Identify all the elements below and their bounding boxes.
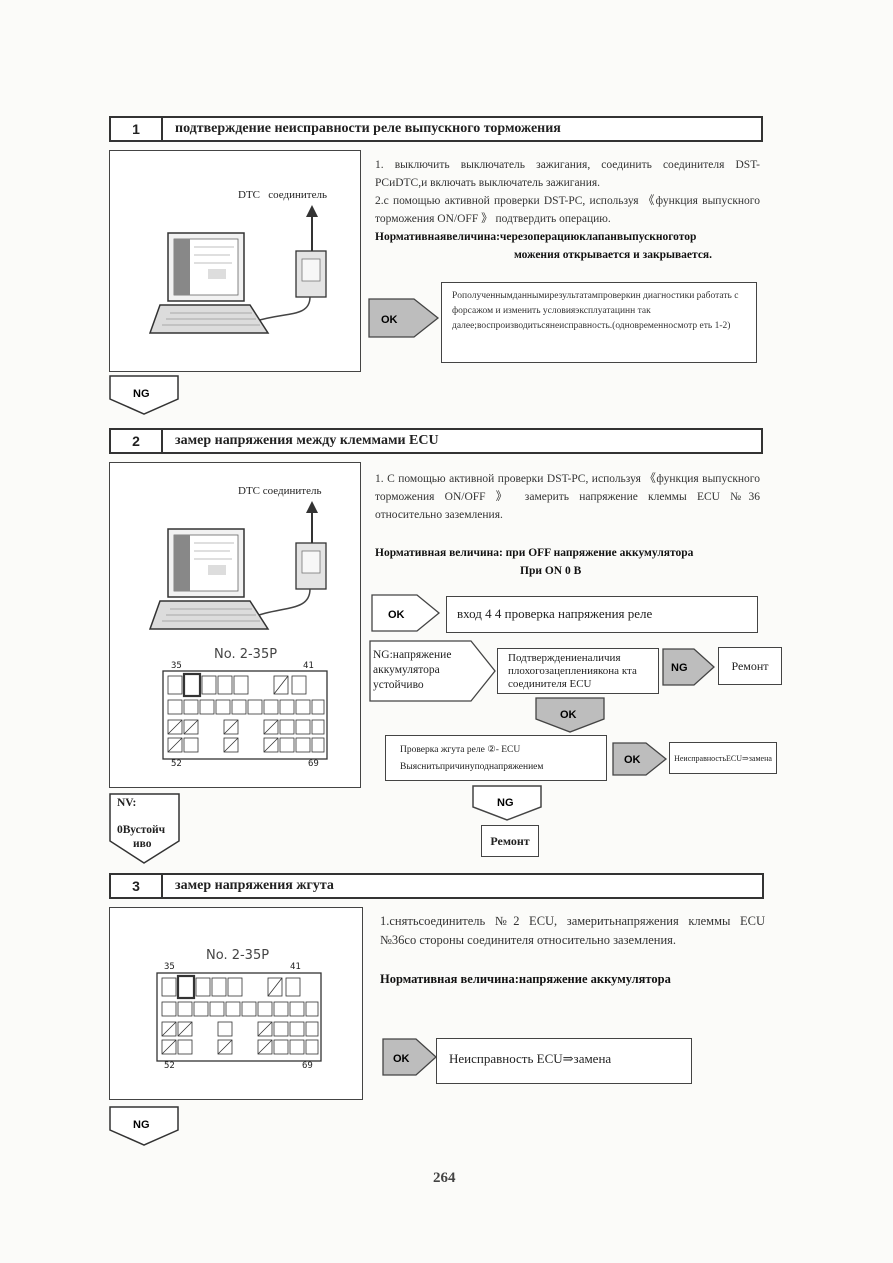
section-1-number: 1 [111,118,163,140]
harness-ok-arrow: OK [612,742,668,776]
section-1-ng-arrow: NG [109,375,179,415]
ok-badge-label: OK [560,709,577,721]
ng-voltage-text: NG:напряжение аккумулятора устойчиво [373,649,452,691]
section-3-figure: No. 2-35P 35 41 52 69 [109,907,363,1100]
section-3-ok-arrow: OK [382,1038,437,1076]
connector-2-35p-diagram [162,670,328,760]
connector-title: No. 2-35P [206,948,270,963]
section-2-norm-line-2: При ON 0 В [520,565,582,577]
connector-title: No. 2-35P [214,647,278,662]
connector-pin-69: 69 [308,759,319,769]
section-2-ok-arrow: OK [371,594,441,632]
connector-pin-69: 69 [302,1061,313,1071]
section-1-norm-line-2: можения открывается и закрывается. [514,249,713,261]
connector-pin-52: 52 [164,1061,175,1071]
dtc-connector-label: DTC соединитель [238,189,327,201]
ok-badge-label: OK [388,609,405,621]
harness-check-box: Проверка жгута реле ②- ECU Выяснитьпричи… [385,735,607,781]
section-3-step-1: 1.снятьсоединитель №2 ECU, замеритьнапря… [380,914,765,947]
section-2-step-1: 1. С помощью активной проверки DST-PC, и… [375,473,760,521]
harness-check-line-1: Проверка жгута реле ②- ECU [400,745,521,755]
section-1-step-1: 1. выключить выключатель зажигания, соед… [375,159,760,189]
section-1-step-2: 2.с помощью активной проверки DST-PC, ис… [375,195,760,225]
laptop-dtc-illustration [148,501,327,630]
repair-box-2: Ремонт [481,825,539,857]
section-3-norm: Нормативная величина:напряжение аккумуля… [380,972,671,986]
section-2-ok-result-box: вход 4 4 проверка напряжения реле [446,596,758,633]
nv-line-3: иво [133,838,152,850]
connector-pin-41: 41 [290,962,301,972]
section-2-norm-line-1: Нормативная величина: при OFF напряжение… [375,547,694,559]
input-44-check-text: вход 4 4 проверка напряжения реле [457,606,653,621]
section-1-figure: DTC соединитель [109,150,361,372]
nv-zero-volt-arrow [109,793,180,864]
section-2-figure: DTC соединитель No. 2-35P 35 41 [109,462,361,788]
section-3-title: замер напряжения жгута [175,878,334,893]
connector-pin-41: 41 [303,661,314,671]
connector-pin-35: 35 [164,962,175,972]
harness-ng-down-arrow: NG [472,785,542,821]
section-1-ok-result-box: Pополученнымданнымирезультатампроверкин … [441,282,757,363]
section-3-ok-result-box: Неисправность ECU⇒замена [436,1038,692,1084]
repair-label: Ремонт [731,658,769,673]
section-3-header: 3 замер напряжения жгута [109,873,764,899]
section-3-number: 3 [111,875,163,897]
harness-check-line-2: Выяснитьпричинуподнапряжением [400,762,544,772]
repair-box-1: Ремонт [718,647,782,685]
nv-line-1: NV: [117,797,137,809]
ng-badge-label: NG [133,388,150,400]
section-2-number: 2 [111,430,163,452]
connector-contact-check-text: Подтверждениеналичия плохогозацепленияко… [508,652,637,690]
ok-badge-label: OK [624,754,641,766]
ok-badge-label: OK [381,314,398,326]
ecu-replace-text: Неисправность ECU⇒замена [449,1051,612,1066]
connector-pin-52: 52 [171,759,182,769]
connector-2-35p-diagram [156,972,322,1062]
connector-contact-check-box: Подтверждениеналичия плохогозацепленияко… [497,648,659,694]
ng-voltage-arrow-shape [369,640,496,702]
connector-pin-35: 35 [171,661,182,671]
ng-badge-label: NG [497,797,514,809]
repair-bold-label: Ремонт [490,833,530,848]
section-1-ok-arrow: OK [368,298,440,338]
section-2-ok-down-arrow: OK [535,697,605,733]
page-number: 264 [433,1170,456,1186]
section-2-title: замер напряжения между клеммами ECU [175,433,439,448]
ecu-replace-small-text: НеисправностьECU⇒замена [674,753,772,763]
dtc-connector-label: DTC соединитель [238,485,322,497]
section-2-header: 2 замер напряжения между клеммами ECU [109,428,763,454]
ng-badge-label: NG [671,662,688,674]
section-1-norm-line-1: Нормативнаявеличина:черезоперациюклапанв… [375,231,697,243]
section-1-header: 1 подтверждение неисправности реле выпус… [109,116,763,142]
laptop-dtc-illustration [148,205,327,334]
nv-line-2: 0Вустойч [117,824,166,836]
ecu-replace-box-small: НеисправностьECU⇒замена [669,742,777,774]
section-3-ng-arrow: NG [109,1106,179,1146]
section-2-ng-right-arrow: NG [662,648,715,686]
section-1-title: подтверждение неисправности реле выпускн… [175,121,561,136]
ng-badge-label: NG [133,1119,150,1131]
ok-badge-label: OK [393,1053,410,1065]
section-1-ok-result-text: Pополученнымданнымирезультатампроверкин … [452,291,739,331]
